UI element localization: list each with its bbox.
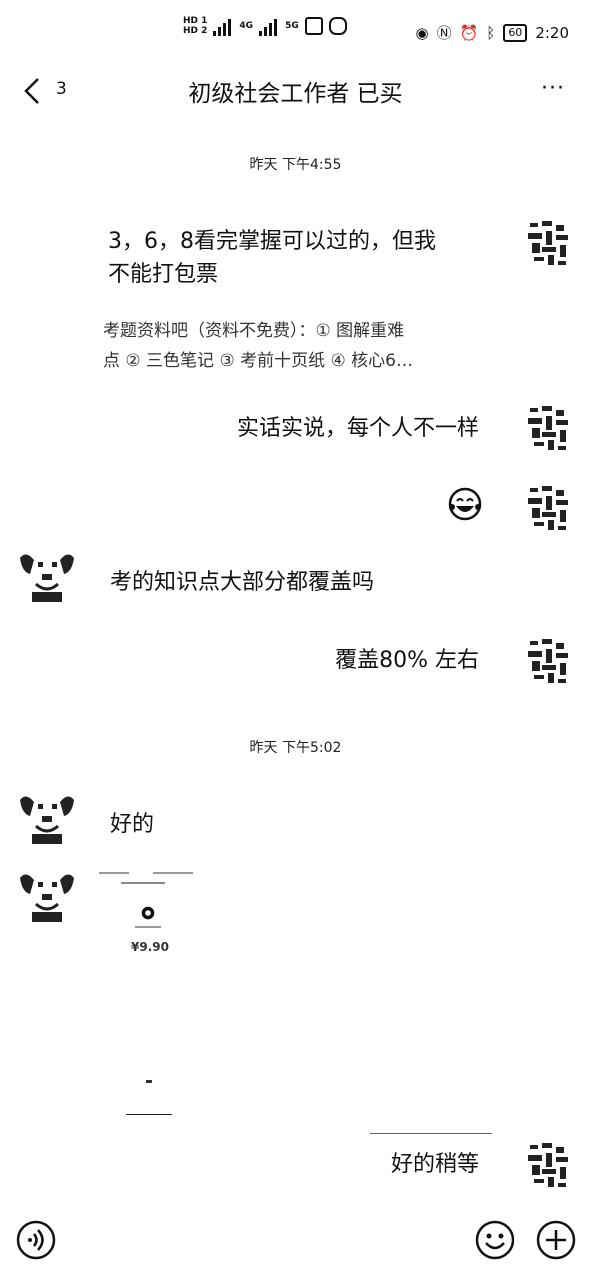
bluetooth-icon: ᛒ [486,23,496,42]
contact-avatar[interactable] [18,790,76,848]
my-avatar[interactable] [520,480,578,538]
plus-icon[interactable] [536,1220,576,1260]
card-faded-caption [135,926,161,928]
message-bubble[interactable]: 好的 [110,812,155,837]
eye-icon: ◉ [415,23,429,42]
my-avatar[interactable] [520,215,578,273]
message-line: 3，6，8看完掌握可以过的，但我 [108,229,436,254]
message-bubble[interactable]: 考的知识点大部分都覆盖吗 [110,570,375,595]
notification-icon [304,17,323,35]
my-avatar[interactable] [520,633,578,691]
quote-line: 点 ② 三色笔记 ③ 考前十页纸 ④ 核心6… [103,351,413,371]
product-icon [141,906,155,920]
message-bubble[interactable]: 覆盖80% 左右 [335,648,479,673]
emoji-icon[interactable] [475,1220,515,1260]
status-left: HD 1 HD 2 4G 5G [183,16,347,36]
nfc-icon: Ⓝ [436,24,452,42]
faint-line [126,1114,172,1115]
product-card[interactable]: ¥9.90 [95,868,205,958]
status-right: ◉ Ⓝ ⏰ ᛒ 60 2:20 [415,22,569,43]
clock: 2:20 [535,23,569,42]
laugh-tears-emoji[interactable] [448,487,482,521]
app-notification-icon [328,17,347,35]
chat-title: 初级社会工作者 已买 [188,81,403,107]
my-avatar[interactable] [520,400,578,458]
timestamp: 昨天 下午4:55 [249,157,342,173]
alarm-icon: ⏰ [459,23,479,42]
contact-avatar[interactable] [18,868,76,926]
message-bubble[interactable]: 好的稍等 [390,1152,479,1177]
signal-icon-2 [259,16,279,36]
timestamp: 昨天 下午5:02 [249,740,342,756]
unread-count: 3 [56,79,67,99]
chat-header: 3 初级社会工作者 已买 ··· [0,62,591,118]
card-faded-sub [121,882,165,884]
hd1-badge: HD 1 [183,16,208,26]
network-type-1: 4G [239,21,254,31]
quoted-message[interactable]: 考题资料吧（资料不免费）：① 图解重难 点 ② 三色笔记 ③ 考前十页纸 ④ 核… [103,316,493,376]
contact-avatar[interactable] [18,548,76,606]
hd2-badge: HD 2 [183,26,208,36]
card-price: ¥9.90 [131,940,169,954]
battery-icon: 60 [503,23,528,42]
status-bar: HD 1 HD 2 4G 5G ◉ Ⓝ ⏰ ᛒ 60 2:20 [0,0,591,60]
quote-line: 考题资料吧（资料不免费）：① 图解重难 [103,321,405,341]
back-chevron-icon[interactable] [18,76,58,106]
voice-icon[interactable] [16,1220,56,1260]
signal-icon [213,16,233,36]
faint-line [370,1133,492,1134]
message-bubble[interactable]: 3，6，8看完掌握可以过的，但我 不能打包票 [108,225,436,291]
hd-indicators: HD 1 HD 2 [183,16,207,36]
faint-mark [146,1080,152,1083]
message-line: 不能打包票 [108,262,219,287]
my-avatar[interactable] [520,1137,578,1195]
message-bubble[interactable]: 实话实说，每个人不一样 [236,416,479,441]
network-type-2: 5G [285,21,299,31]
more-dots-icon[interactable]: ··· [541,76,565,101]
card-faded-text [99,868,205,874]
